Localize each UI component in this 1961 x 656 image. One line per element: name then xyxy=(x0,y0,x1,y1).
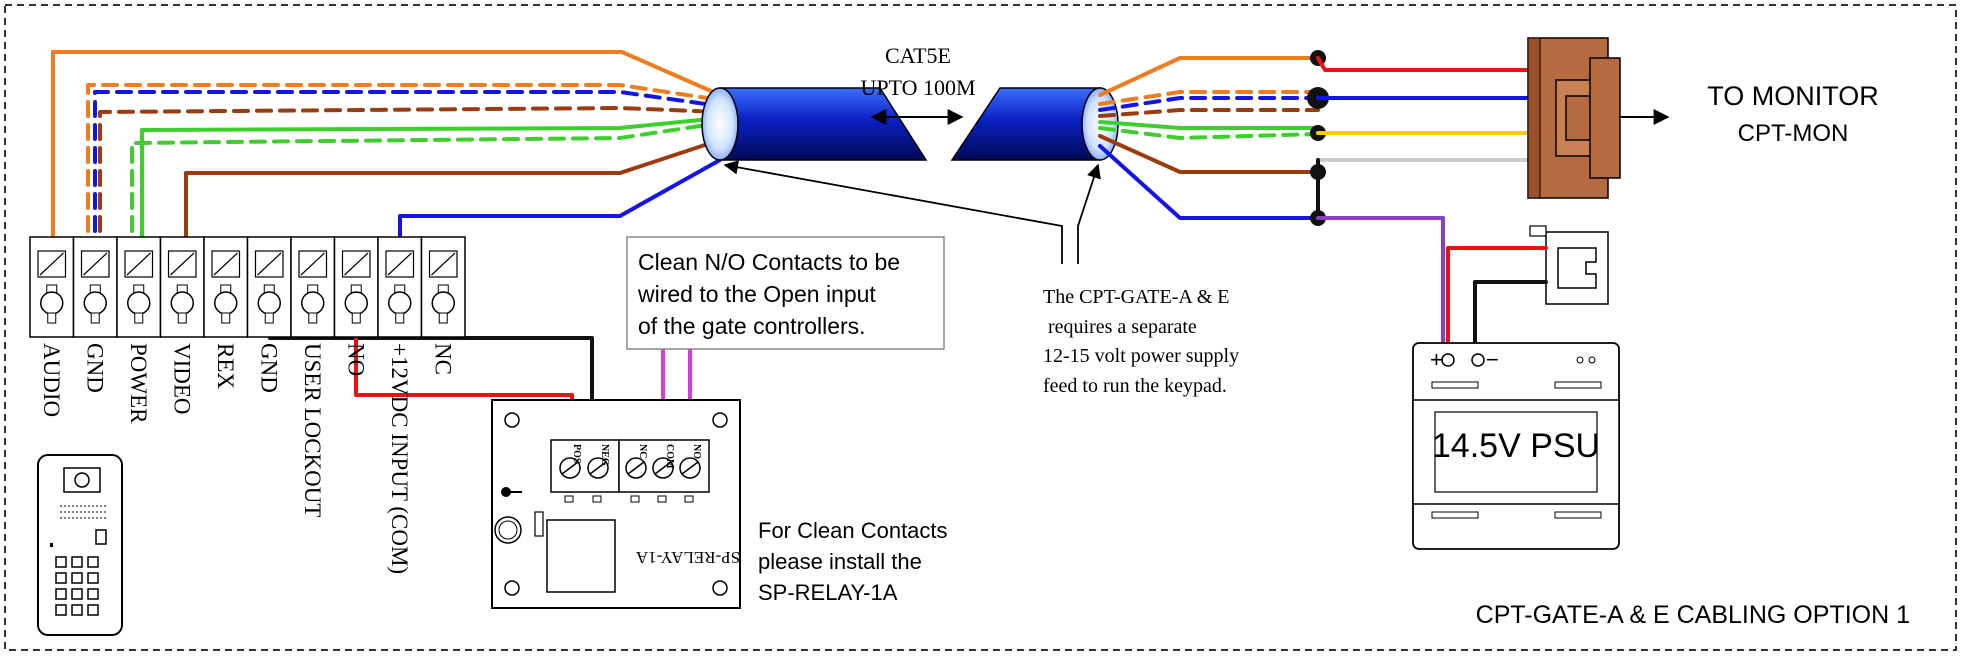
terminal-1: GND xyxy=(72,236,118,393)
terminal-label-5: GND xyxy=(256,343,281,393)
diagram-title: CPT-GATE-A & E CABLING OPTION 1 xyxy=(1476,601,1910,629)
terminal-9: NC xyxy=(420,236,466,375)
psu-plug xyxy=(1529,225,1609,305)
relay-terminal-label-nc: NC xyxy=(637,444,648,458)
relay-terminal-labels: POS NEG NC COM NO xyxy=(571,444,702,469)
relay-terminal-label-pos: POS xyxy=(571,444,582,464)
monitor-label-line2: CPT-MON xyxy=(1738,120,1849,147)
terminal-label-1: GND xyxy=(82,343,107,393)
wire-power-dashed xyxy=(130,121,722,302)
wire-brown-dashed xyxy=(98,106,722,302)
terminal-label-8: +12VDC INPUT (COM) xyxy=(387,343,412,574)
psu-terminal-minus: − xyxy=(1486,347,1499,372)
psu-box xyxy=(1412,342,1620,550)
contacts-note-line1: Clean N/O Contacts to be xyxy=(638,249,900,275)
wire-gnd-stripe xyxy=(86,83,722,302)
wire-psu-black xyxy=(1473,280,1548,354)
terminal-label-3: VIDEO xyxy=(169,343,194,415)
relay-terminal-label-neg: NEG xyxy=(599,444,610,466)
terminal-8: +12VDC INPUT (COM) xyxy=(377,236,423,574)
monitor-connector xyxy=(1527,37,1621,199)
note-pointer-right xyxy=(1077,163,1101,264)
wire-psu-red xyxy=(1446,246,1548,352)
clean-note-line1: For Clean Contacts xyxy=(758,518,948,543)
keypad-unit xyxy=(37,454,123,636)
terminal-7: NO xyxy=(333,236,379,376)
terminal-label-9: NC xyxy=(430,343,455,375)
relay-model-label: SP-RELAY-1A xyxy=(635,548,740,567)
relay-terminal-label-com: COM xyxy=(664,444,675,469)
relay-terminal-label-no: NO xyxy=(691,444,702,459)
clean-note-line3: SP-RELAY-1A xyxy=(758,580,898,605)
terminal-6: USER LOCKOUT xyxy=(290,236,336,517)
wire-audio xyxy=(51,50,722,302)
terminal-0: AUDIO xyxy=(29,236,75,417)
cable-left xyxy=(701,87,928,161)
terminal-5: GND xyxy=(246,236,292,393)
wire-power xyxy=(140,116,722,302)
cable-length-label: UPTO 100M xyxy=(860,75,975,100)
right-wires xyxy=(1098,56,1320,220)
contacts-note: Clean N/O Contacts to be wired to the Op… xyxy=(626,236,945,350)
clean-contacts-note: For Clean Contacts please install the SP… xyxy=(758,518,948,605)
relay-board xyxy=(491,399,741,609)
terminal-2: POWER xyxy=(116,236,162,424)
terminal-3: VIDEO xyxy=(159,236,205,415)
power-supply-note: The CPT-GATE-A & E requires a separate 1… xyxy=(1043,286,1239,397)
power-note-line4: feed to run the keypad. xyxy=(1043,375,1227,397)
power-note-line3: 12-15 volt power supply xyxy=(1043,345,1239,367)
monitor-label-line1: TO MONITOR xyxy=(1707,81,1879,111)
left-wires xyxy=(51,50,722,302)
diagram-border xyxy=(4,4,1957,651)
cable-right xyxy=(950,87,1119,161)
note-pointer-left xyxy=(723,160,1063,264)
psu-terminal-plus: + xyxy=(1430,347,1443,372)
contacts-note-line2: wired to the Open input xyxy=(637,281,876,307)
terminal-block: AUDIO GND POWER VIDEO REX GND USER LOCKOUT NO +1… xyxy=(29,236,466,574)
power-note-line2: requires a separate xyxy=(1043,316,1197,338)
terminal-label-6: USER LOCKOUT xyxy=(300,343,325,517)
terminal-label-4: REX xyxy=(213,343,238,389)
wire-gnd xyxy=(93,90,722,302)
power-note-line1: The CPT-GATE-A & E xyxy=(1043,286,1229,308)
terminal-label-0: AUDIO xyxy=(39,343,64,417)
contacts-note-line3: of the gate controllers. xyxy=(638,313,866,339)
wire-psu-feed xyxy=(1316,216,1445,352)
terminal-4: REX xyxy=(203,236,249,389)
clean-note-line2: please install the xyxy=(758,549,922,574)
terminal-label-7: NO xyxy=(343,343,368,376)
psu-label: 14.5V PSU xyxy=(1432,427,1600,465)
cable-type-label: CAT5E xyxy=(885,43,951,68)
terminal-label-2: POWER xyxy=(126,343,151,424)
